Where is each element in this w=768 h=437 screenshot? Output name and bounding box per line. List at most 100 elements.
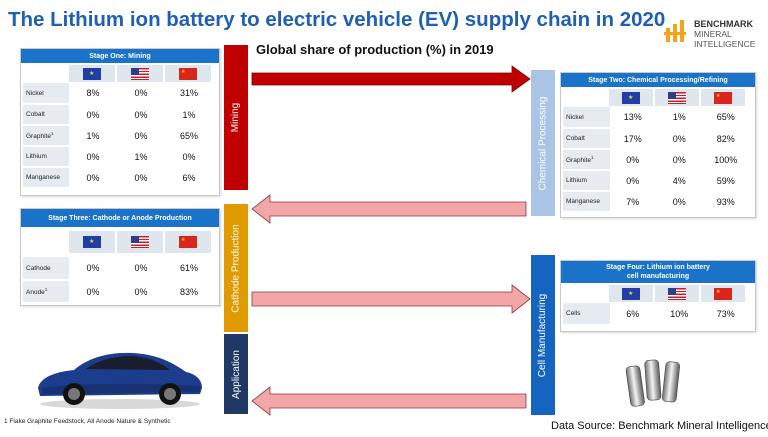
stage-four-flag-row xyxy=(561,283,755,303)
mining-bar: Mining xyxy=(224,45,248,190)
page-title: The Lithium ion battery to electric vehi… xyxy=(8,8,666,31)
benchmark-logo-icon xyxy=(664,20,686,42)
value-cell-eu: 13% xyxy=(609,107,656,129)
china-flag-icon xyxy=(714,91,732,104)
eu-flag-cell xyxy=(609,285,653,302)
row-label: Manganese xyxy=(23,167,69,189)
value-cell-eu: 0% xyxy=(609,170,656,192)
arrow-chemical-to-cathode xyxy=(251,194,527,224)
row-label: Cells xyxy=(563,303,610,326)
row-label-text: Lithium xyxy=(566,177,587,184)
value-cell-eu: 6% xyxy=(609,303,656,326)
china-flag-cell xyxy=(165,65,211,82)
footnote-marker: 1 xyxy=(590,154,594,160)
benchmark-logo: BENCHMARK MINERAL INTELLIGENCE xyxy=(662,14,766,54)
row-label: Graphite1 xyxy=(563,149,610,171)
row-label-text: Anode xyxy=(26,289,45,297)
row-label-text: Manganese xyxy=(26,174,60,181)
row-label-text: Lithium xyxy=(26,153,47,160)
stage-one-header: Stage One: Mining xyxy=(21,49,219,63)
row-label: Cobalt xyxy=(23,104,69,126)
value-cell-eu: 0% xyxy=(69,146,117,168)
benchmark-logo-text: BENCHMARK MINERAL INTELLIGENCE xyxy=(694,19,755,49)
stage-four-panel: Stage Four: Lithium ion battery cell man… xyxy=(560,260,756,332)
stage-two-header: Stage Two: Chemical Processing/Refining xyxy=(561,73,755,87)
china-flag-icon xyxy=(179,236,197,248)
us-flag-cell xyxy=(655,285,699,302)
value-cell-us: 4% xyxy=(656,170,703,192)
row-label-text: Cathode xyxy=(26,264,51,272)
row-label-text: Cobalt xyxy=(26,111,45,118)
value-cell-us: 0% xyxy=(117,83,165,105)
value-cell-cn: 61% xyxy=(165,257,213,281)
cathode-bar-label: Cathode Production xyxy=(230,223,242,313)
value-cell-cn: 65% xyxy=(165,125,213,147)
us-flag-cell xyxy=(655,89,699,106)
chemical-bar-label: Chemical Processing xyxy=(537,96,549,190)
china-flag-cell xyxy=(165,231,211,253)
row-label-text: Manganese xyxy=(566,198,600,205)
value-cell-us: 10% xyxy=(656,303,703,326)
stage-four-header: Stage Four: Lithium ion battery cell man… xyxy=(561,261,755,283)
row-label-text: Nickel xyxy=(566,113,584,121)
value-cell-us: 0% xyxy=(117,257,165,281)
eu-flag-icon xyxy=(83,236,101,248)
value-cell-us: 1% xyxy=(656,107,703,129)
value-cell-eu: 0% xyxy=(69,104,117,126)
row-label: Cobalt xyxy=(563,128,610,150)
value-cell-cn: 73% xyxy=(702,303,749,326)
row-label-text: Cobalt xyxy=(566,135,585,142)
application-bar: Application xyxy=(224,334,248,414)
us-flag-icon xyxy=(668,287,686,300)
row-label: Manganese xyxy=(563,191,610,213)
row-label: Cathode xyxy=(23,257,69,281)
china-flag-icon xyxy=(714,287,732,300)
footnote-marker: 1 xyxy=(44,286,48,292)
row-label: Anode1 xyxy=(23,280,69,304)
value-cell-us: 0% xyxy=(117,104,165,126)
logo-line1: BENCHMARK xyxy=(694,19,753,29)
value-cell-us: 0% xyxy=(656,191,703,213)
row-label-text: Graphite xyxy=(26,133,51,141)
cathode-production-bar: Cathode Production xyxy=(224,204,248,332)
value-cell-cn: 1% xyxy=(165,104,213,126)
stage-one-flag-row xyxy=(21,63,219,83)
logo-line2: MINERAL xyxy=(694,29,732,39)
row-label: Lithium xyxy=(23,146,69,168)
eu-flag-icon xyxy=(622,91,640,104)
stage-two-panel: Stage Two: Chemical Processing/Refining … xyxy=(560,72,756,218)
us-flag-cell xyxy=(117,231,163,253)
data-source: Data Source: Benchmark Mineral Intellige… xyxy=(551,420,768,432)
value-cell-us: 0% xyxy=(117,280,165,304)
stage-three-header: Stage Three: Cathode or Anode Production xyxy=(21,209,219,227)
row-label: Lithium xyxy=(563,170,610,192)
eu-flag-cell xyxy=(609,89,653,106)
value-cell-eu: 1% xyxy=(69,125,117,147)
row-label: Nickel xyxy=(23,83,69,105)
value-cell-cn: 93% xyxy=(702,191,749,213)
us-flag-icon xyxy=(131,236,149,248)
row-label-text: Graphite xyxy=(566,157,591,165)
arrow-cathode-to-cell xyxy=(251,284,531,314)
stage-one-panel: Stage One: Mining Nickel8%0%31%Cobalt0%0… xyxy=(20,48,220,196)
application-bar-label: Application xyxy=(230,349,242,399)
page-subtitle: Global share of production (%) in 2019 xyxy=(256,42,494,57)
value-cell-us: 0% xyxy=(117,125,165,147)
row-label: Graphite1 xyxy=(23,125,69,147)
value-cell-cn: 65% xyxy=(702,107,749,129)
value-cell-eu: 8% xyxy=(69,83,117,105)
value-cell-us: 0% xyxy=(656,149,703,171)
